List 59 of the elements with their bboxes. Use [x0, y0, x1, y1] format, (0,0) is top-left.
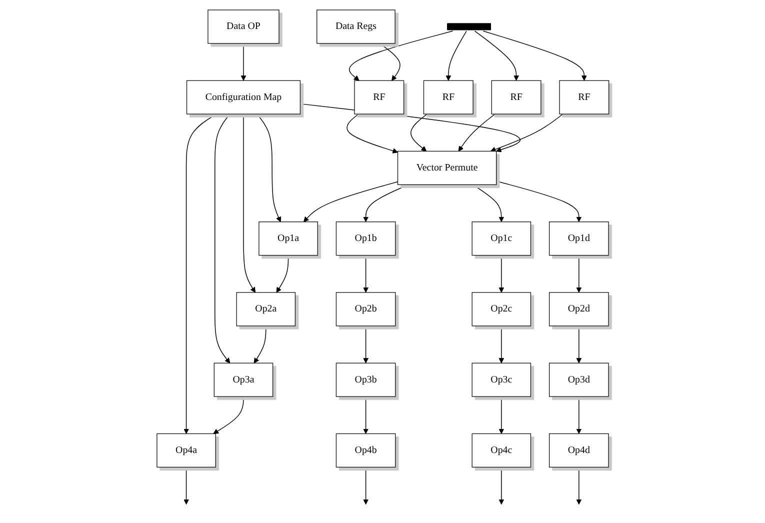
arrow: [183, 466, 189, 505]
arrow: [490, 114, 563, 152]
process-box: RF: [490, 80, 541, 114]
process-box: Op1b: [336, 222, 396, 256]
process-box: Vector Permute: [397, 150, 496, 185]
process-box: Op4b: [336, 433, 396, 468]
arrow: [458, 114, 495, 152]
process-box: Op1d: [548, 222, 608, 256]
process-box: Op2a: [236, 292, 296, 326]
process-box: Data Regs: [316, 10, 395, 44]
process-box: Data OP: [207, 10, 279, 44]
arrow: [346, 114, 398, 154]
process-box: Op3c: [471, 362, 531, 397]
arrow: [498, 396, 504, 434]
arrow: [362, 396, 368, 434]
arrow: [256, 114, 281, 222]
arrow: [362, 184, 409, 222]
arrow: [576, 326, 582, 364]
arrow: [496, 180, 582, 222]
process-box: Op4a: [156, 433, 216, 468]
arrow: [576, 396, 582, 434]
arrow: [474, 30, 519, 81]
process-box: Op3b: [336, 362, 396, 397]
arrow: [445, 30, 466, 81]
arrow: [472, 184, 504, 222]
arrow: [576, 466, 582, 505]
process-box: RF: [423, 80, 473, 114]
process-box: Op2c: [471, 292, 531, 326]
arrow: [303, 181, 398, 222]
arrow: [498, 466, 504, 505]
process-box: Op2d: [548, 292, 608, 326]
process-box: Op3a: [213, 362, 273, 397]
arrow: [378, 43, 400, 81]
process-box: Op4d: [548, 433, 608, 468]
process-box: Configuration Map: [186, 80, 300, 114]
process-box: Op3d: [548, 362, 608, 397]
arrow: [362, 254, 368, 293]
bus-bar: [446, 23, 491, 30]
arrow: [276, 254, 288, 293]
arrow: [362, 466, 368, 505]
process-box: RF: [354, 80, 404, 114]
arrow: [214, 114, 230, 364]
process-box: Op4c: [471, 433, 531, 468]
process-box: Op1a: [258, 222, 318, 256]
arrow: [183, 114, 216, 434]
process-box: Op1c: [471, 222, 531, 256]
arrow: [482, 30, 586, 81]
process-box: RF: [558, 80, 609, 114]
arrow: [240, 43, 246, 81]
process-box: Op2b: [336, 292, 396, 326]
arrow: [498, 254, 504, 293]
arrow: [362, 326, 368, 364]
arrow: [410, 114, 428, 152]
arrow: [242, 114, 256, 293]
arrow: [253, 326, 266, 364]
arrow: [348, 30, 453, 81]
arrow: [576, 254, 582, 293]
arrow: [212, 396, 244, 434]
arrow: [498, 326, 504, 364]
